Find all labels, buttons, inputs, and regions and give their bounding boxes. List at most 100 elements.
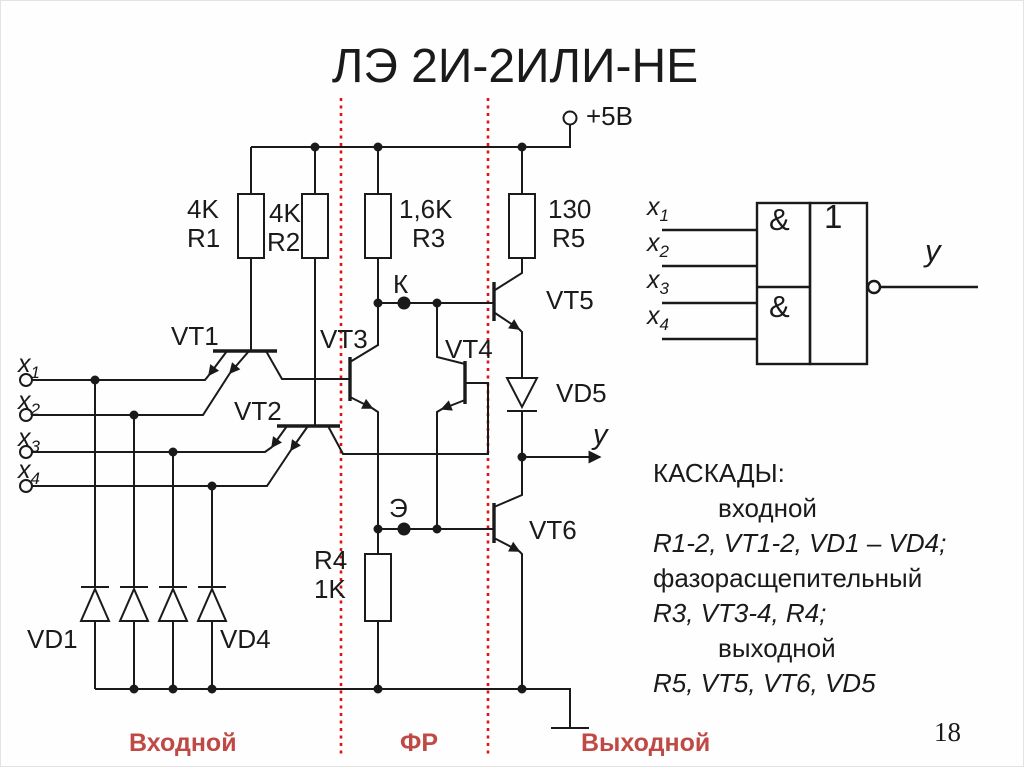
junction-dot bbox=[168, 684, 178, 694]
diode-vd4-label: VD4 bbox=[220, 624, 271, 654]
resistor-r1-name: R1 bbox=[187, 223, 221, 253]
input-label-x3: x3 bbox=[18, 424, 40, 457]
transistor-vt2-label: VT2 bbox=[234, 396, 282, 426]
resistor-r5-body bbox=[508, 193, 536, 259]
resistor-r3-value: 1,6K bbox=[399, 194, 453, 224]
vt3-collector bbox=[349, 303, 379, 363]
transistor-vt1-label: VT1 bbox=[171, 321, 219, 351]
terminals bbox=[19, 110, 578, 493]
emitter-node-label: Э bbox=[389, 493, 408, 523]
resistor-r5-value: 130 bbox=[548, 194, 592, 224]
junction-dots bbox=[90, 142, 527, 694]
logic-input-base: x bbox=[647, 193, 660, 221]
vt2-emitter2-arrow bbox=[290, 425, 309, 452]
power-terminal bbox=[562, 110, 578, 126]
resistor-r4-name: R4 bbox=[314, 545, 348, 575]
power-rail bbox=[251, 125, 571, 148]
junction-dot bbox=[517, 684, 527, 694]
logic-input-label-x4: x4 bbox=[647, 302, 669, 335]
logic-gate-symbol bbox=[662, 201, 978, 366]
stage-divider-lines bbox=[339, 98, 490, 757]
vt4-emitter-arrow bbox=[440, 399, 466, 411]
input-label-x2: x2 bbox=[18, 387, 40, 420]
input-label-base: x bbox=[18, 387, 31, 415]
junction-dot bbox=[373, 142, 383, 152]
logic-input-label-x2: x2 bbox=[647, 229, 669, 262]
caption-line: фазорасщепительный bbox=[653, 563, 923, 593]
resistor-r1-body bbox=[237, 193, 265, 259]
caption-line: R3, VT3-4, R4; bbox=[653, 598, 827, 628]
power-label: +5В bbox=[586, 101, 633, 131]
resistor-r4-body bbox=[364, 553, 392, 622]
logic-and-bottom-label: & bbox=[769, 289, 790, 324]
input-wire-x3 bbox=[32, 446, 273, 453]
stage-label-input: Входной bbox=[129, 729, 237, 757]
input-label-sub: 2 bbox=[30, 400, 40, 419]
logic-output-label: y bbox=[925, 233, 941, 268]
logic-or-block bbox=[808, 201, 869, 366]
input-terminal-x4 bbox=[19, 479, 33, 493]
diode-triangles bbox=[79, 377, 539, 622]
caption-line: входной bbox=[718, 493, 817, 523]
resistor-r3-name: R3 bbox=[412, 223, 446, 253]
input-terminal-x2 bbox=[19, 408, 33, 422]
vt4-emitter-wire bbox=[436, 408, 443, 529]
logic-input-sub: 3 bbox=[659, 279, 669, 298]
vt6-emitter-to-ground-rail bbox=[518, 550, 523, 689]
logic-input-label-x3: x3 bbox=[647, 266, 669, 299]
diode-vd3-triangle bbox=[157, 586, 189, 622]
junction-dot bbox=[373, 684, 383, 694]
junction-dot bbox=[517, 142, 527, 152]
junction-dot bbox=[373, 524, 383, 534]
resistor-r3-body bbox=[364, 193, 392, 259]
caption-line: выходной bbox=[718, 633, 836, 663]
vt5-emitter-to-vd5 bbox=[518, 328, 523, 378]
input-wire-x1 bbox=[32, 374, 210, 381]
junction-dot bbox=[129, 684, 139, 694]
diode-vd4-triangle bbox=[196, 586, 228, 622]
logic-input-sub: 1 bbox=[659, 206, 669, 225]
junction-dot bbox=[129, 410, 139, 420]
transistor-base-bars bbox=[213, 282, 496, 543]
input-wire-x4 bbox=[32, 449, 292, 487]
transistor-vt5-label: VT5 bbox=[546, 285, 594, 315]
logic-input-lines bbox=[662, 228, 757, 341]
junction-dot bbox=[310, 142, 320, 152]
collector-node-dot bbox=[397, 296, 411, 310]
junction-dot bbox=[207, 684, 217, 694]
emitter-arrows bbox=[208, 312, 521, 552]
input-label-sub: 4 bbox=[30, 469, 40, 488]
input-label-base: x bbox=[18, 350, 31, 378]
logic-or-label: 1 bbox=[824, 198, 843, 235]
stage-label-output: Выходной bbox=[581, 729, 711, 757]
diode-vd1-triangle bbox=[79, 586, 111, 622]
diode-vd1-label: VD1 bbox=[27, 624, 78, 654]
resistor-r5-name: R5 bbox=[552, 223, 586, 253]
caption-line: КАСКАДЫ: bbox=[653, 458, 785, 488]
junction-dot bbox=[373, 298, 383, 308]
transistor-vt4-label: VT4 bbox=[445, 334, 493, 364]
transistor-vt6-label: VT6 bbox=[529, 515, 577, 545]
ground-rail bbox=[95, 688, 571, 728]
resistor-r2-body bbox=[301, 193, 329, 259]
input-label-sub: 1 bbox=[30, 363, 40, 382]
logic-inversion-circle bbox=[866, 279, 882, 295]
vt3-emitter-arrow bbox=[349, 396, 374, 409]
vt1-emitter2-arrow bbox=[228, 350, 250, 375]
vt6-collector bbox=[493, 457, 523, 508]
page-number: 18 bbox=[934, 717, 961, 747]
input-terminal-x1 bbox=[19, 373, 33, 387]
vt5-emitter-arrow bbox=[494, 312, 521, 330]
caption-line: R5, VT5, VT6, VD5 bbox=[653, 668, 876, 698]
vt2-emitter1-arrow bbox=[271, 425, 288, 449]
transistor-vt3-label: VT3 bbox=[320, 324, 368, 354]
input-wire-x2 bbox=[32, 372, 231, 416]
input-label-x1: x1 bbox=[18, 350, 40, 383]
diode-vd5-label: VD5 bbox=[556, 378, 607, 408]
resistor-bodies bbox=[237, 193, 536, 622]
vt2-collector-to-vt4-base bbox=[327, 382, 489, 455]
emitter-node-dot bbox=[397, 522, 411, 536]
resistor-r1-value: 4K bbox=[187, 194, 219, 224]
